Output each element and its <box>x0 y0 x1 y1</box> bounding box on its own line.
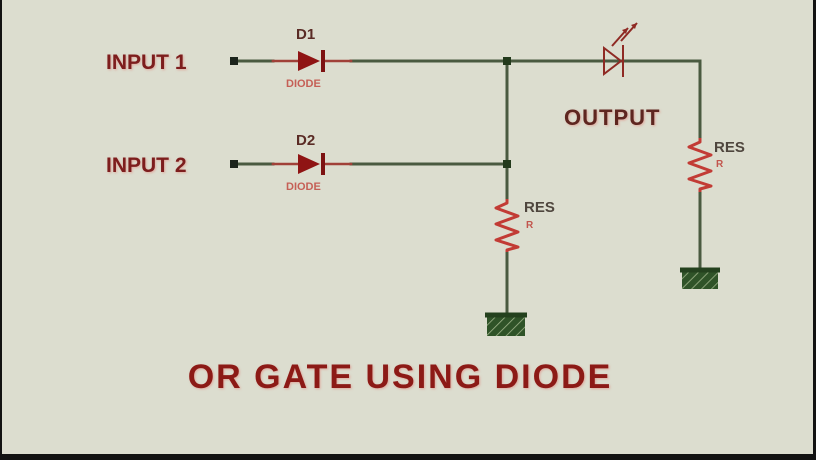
diode2-caption: DIODE <box>286 181 321 193</box>
res-right-label: RES <box>714 139 745 156</box>
ground-middle-hatch <box>487 315 525 336</box>
output-label: OUTPUT <box>564 105 660 130</box>
led-arrowhead-1 <box>622 28 628 34</box>
edge-bottom <box>0 454 816 460</box>
d2-triangle <box>298 154 320 174</box>
ground-right-hatch <box>682 270 718 289</box>
res-middle-label: RES <box>524 199 555 216</box>
input2-terminal-dot <box>230 160 238 168</box>
edge-right <box>813 0 816 460</box>
junction-dot-top <box>503 57 511 65</box>
input2-label: INPUT 2 <box>106 154 187 177</box>
ground-middle-icon <box>485 312 527 336</box>
input1-label: INPUT 1 <box>106 51 187 74</box>
resistor-middle-icon <box>494 199 520 252</box>
input1-terminal-dot <box>230 57 238 65</box>
res-right-sub-label: R <box>716 159 724 170</box>
d1-triangle <box>298 51 320 71</box>
diode-d1-icon <box>298 50 325 72</box>
diode-d2-icon <box>298 153 325 175</box>
d2-label: D2 <box>296 132 315 149</box>
led-icon <box>603 22 638 77</box>
res-middle-sub-label: R <box>526 220 534 231</box>
diode1-caption: DIODE <box>286 78 321 90</box>
resistor-right-icon <box>687 138 713 192</box>
led-triangle <box>603 45 623 77</box>
junction-dot-bottom <box>503 160 511 168</box>
diode-leads <box>271 59 353 166</box>
edge-left <box>0 0 2 460</box>
ground-right-icon <box>680 267 720 289</box>
diagram-title: OR GATE USING DIODE <box>188 358 613 396</box>
wires <box>235 59 702 317</box>
led-arrowhead-2 <box>631 23 637 29</box>
d1-label: D1 <box>296 26 315 43</box>
